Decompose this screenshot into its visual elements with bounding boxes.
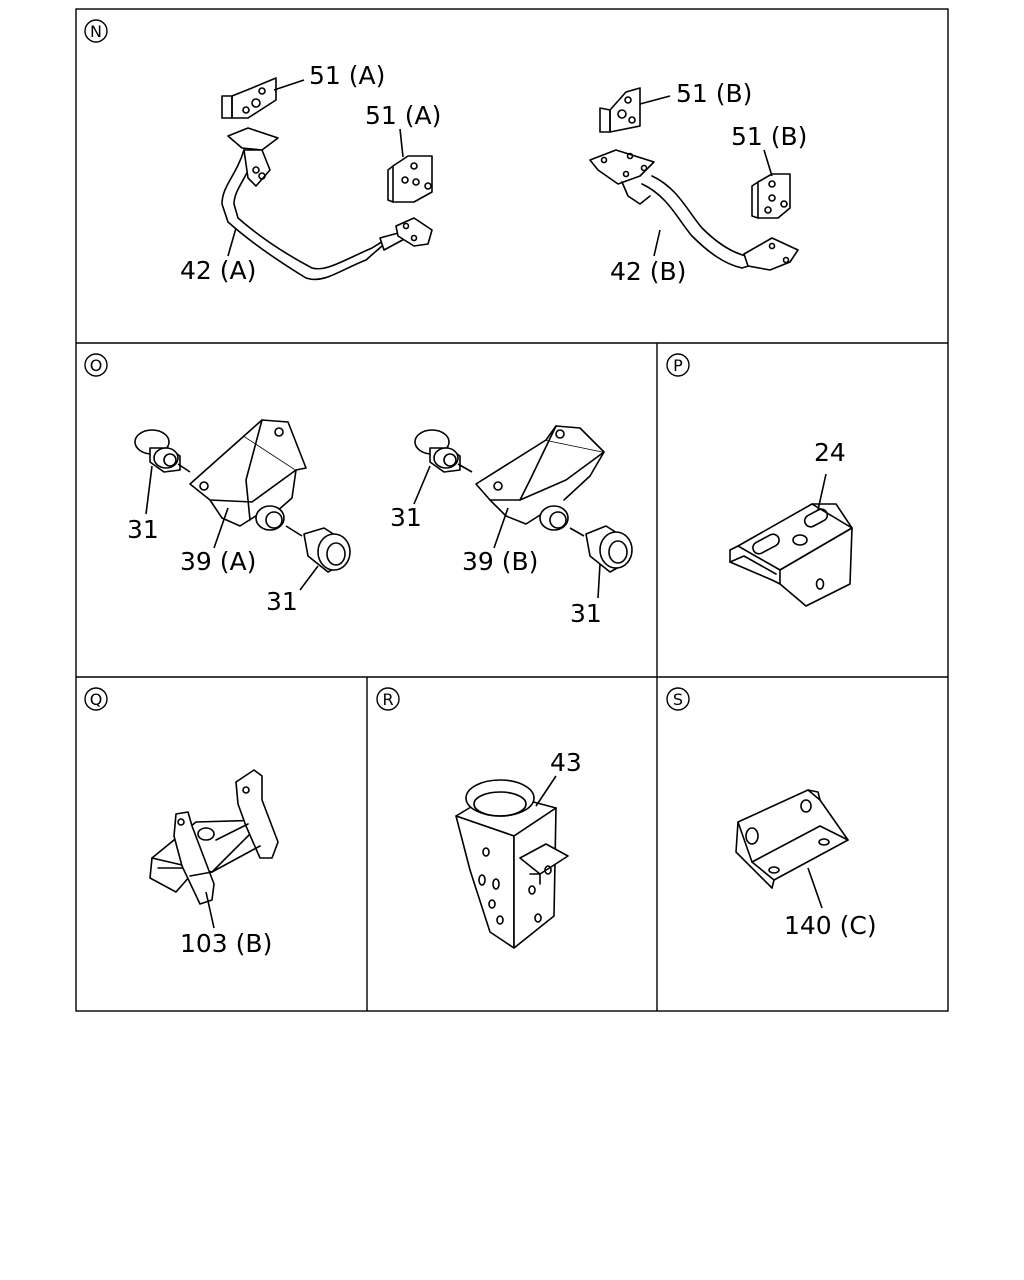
leader-31-4: [597, 563, 601, 599]
label-51b-1: 51 (B): [676, 79, 752, 108]
leader-31-3: [413, 465, 431, 505]
part-43-bracket: [455, 779, 569, 949]
section-letter-n: N: [90, 22, 102, 41]
section-letter-o: O: [90, 356, 103, 375]
leader-140c: [807, 867, 823, 909]
part-42a-stabilizer-bar: [221, 127, 433, 281]
section-marker-q: Q: [84, 687, 108, 711]
leader-51a-2: [399, 128, 404, 158]
leader-51b-2: [763, 149, 773, 177]
part-51b-bracket-2: [751, 173, 791, 219]
leader-39a: [213, 507, 229, 549]
part-31-bushing-4: [569, 525, 633, 573]
outer-frame: [75, 8, 949, 1012]
section-marker-o: O: [84, 353, 108, 377]
bushing-1-axis: [177, 463, 191, 473]
label-51a-1: 51 (A): [309, 61, 385, 90]
part-51b-bracket-1: [599, 87, 641, 133]
section-letter-s: S: [673, 690, 683, 709]
section-marker-n: N: [84, 19, 108, 43]
label-43: 43: [550, 748, 582, 777]
part-140c-bracket: [735, 789, 849, 889]
part-51a-bracket-2: [387, 155, 433, 203]
label-24: 24: [814, 438, 846, 467]
panel-grid: [75, 8, 949, 1012]
label-31-4: 31: [570, 599, 602, 628]
label-51a-2: 51 (A): [365, 101, 441, 130]
leader-39b: [493, 507, 509, 549]
part-103b-hanger: [149, 769, 279, 905]
section-marker-r: R: [376, 687, 400, 711]
leader-43: [535, 775, 557, 807]
section-letter-r: R: [382, 690, 393, 709]
part-39b-spring-hanger: [475, 425, 605, 531]
part-24-bracket: [729, 503, 853, 607]
label-39a: 39 (A): [180, 547, 256, 576]
leader-103b: [205, 891, 215, 929]
label-31-1: 31: [127, 515, 159, 544]
leader-51b-1: [639, 95, 671, 105]
part-39a-spring-hanger: [189, 419, 307, 531]
label-103b: 103 (B): [180, 929, 272, 958]
leader-42b: [653, 229, 661, 257]
part-31-bushing-2: [285, 525, 351, 573]
section-letter-q: Q: [90, 690, 103, 709]
section-marker-p: P: [666, 353, 690, 377]
part-31-bushing-3: [414, 429, 461, 473]
leader-51a-1: [273, 79, 305, 91]
section-letter-p: P: [673, 356, 683, 375]
bushing-3-axis: [457, 463, 473, 473]
part-42b-stabilizer-bar: [589, 149, 799, 271]
label-140c: 140 (C): [784, 911, 877, 940]
leader-31-2: [299, 565, 319, 591]
leader-42a: [227, 227, 237, 257]
label-31-3: 31: [390, 503, 422, 532]
leader-24: [817, 473, 827, 511]
label-31-2: 31: [266, 587, 298, 616]
label-51b-2: 51 (B): [731, 122, 807, 151]
section-marker-s: S: [666, 687, 690, 711]
label-39b: 39 (B): [462, 547, 538, 576]
label-42b: 42 (B): [610, 257, 686, 286]
leader-31-1: [145, 465, 153, 515]
part-51a-bracket-1: [221, 77, 277, 119]
label-42a: 42 (A): [180, 256, 256, 285]
part-31-bushing-1: [134, 429, 181, 473]
